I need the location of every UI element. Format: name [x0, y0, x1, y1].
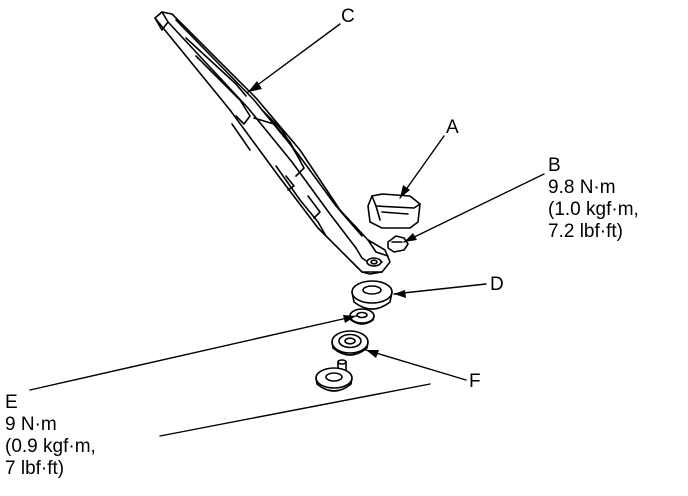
callout-b-torque: 9.8 N·m	[548, 177, 616, 198]
callout-a-letter: A	[446, 117, 459, 138]
callout-e-torque-lbf: 7 lbf·ft)	[5, 458, 65, 479]
leader-line-a	[399, 135, 445, 199]
callout-f-letter: F	[469, 371, 481, 392]
callout-e-torque: 9 N·m	[5, 414, 57, 435]
arrowhead-a	[400, 185, 410, 198]
leader-arrowheads	[248, 81, 417, 358]
callout-d: D	[490, 274, 504, 296]
leader-line-f	[365, 349, 467, 381]
pivot-shaft-bolt	[315, 359, 353, 392]
wiper-arm-nut	[387, 235, 409, 253]
leader-line-e-ground	[159, 383, 431, 437]
arrowhead-c	[248, 81, 262, 92]
wiper-arm-cap	[367, 193, 421, 229]
leader-line-e	[29, 315, 357, 391]
leader-lines	[29, 23, 545, 437]
callout-b: B 9.8 N·m (1.0 kgf·m, 7.2 lbf·ft)	[548, 155, 639, 243]
arrowhead-f	[366, 350, 379, 358]
wiper-arm-assembly	[154, 11, 391, 275]
pivot-grommet	[331, 330, 369, 356]
pivot-boot	[351, 280, 393, 310]
callout-e-torque-kgf: (0.9 kgf·m,	[5, 436, 96, 457]
arrowhead-e	[343, 315, 356, 323]
callout-c: C	[341, 6, 355, 28]
callout-d-letter: D	[490, 274, 504, 295]
callout-b-torque-kgf: (1.0 kgf·m,	[548, 199, 639, 220]
callout-f: F	[469, 371, 481, 393]
arrowhead-b	[404, 233, 417, 242]
callout-a: A	[446, 117, 459, 139]
leader-line-c	[247, 23, 341, 93]
callout-b-torque-lbf: 7.2 lbf·ft)	[548, 221, 623, 242]
callout-c-letter: C	[341, 6, 355, 27]
callout-e-letter: E	[5, 392, 18, 413]
leader-line-b	[403, 173, 545, 243]
callout-b-letter: B	[548, 155, 561, 176]
leader-line-d	[393, 283, 487, 295]
callout-e: E 9 N·m (0.9 kgf·m, 7 lbf·ft)	[5, 392, 96, 480]
arrowhead-d	[394, 290, 406, 298]
